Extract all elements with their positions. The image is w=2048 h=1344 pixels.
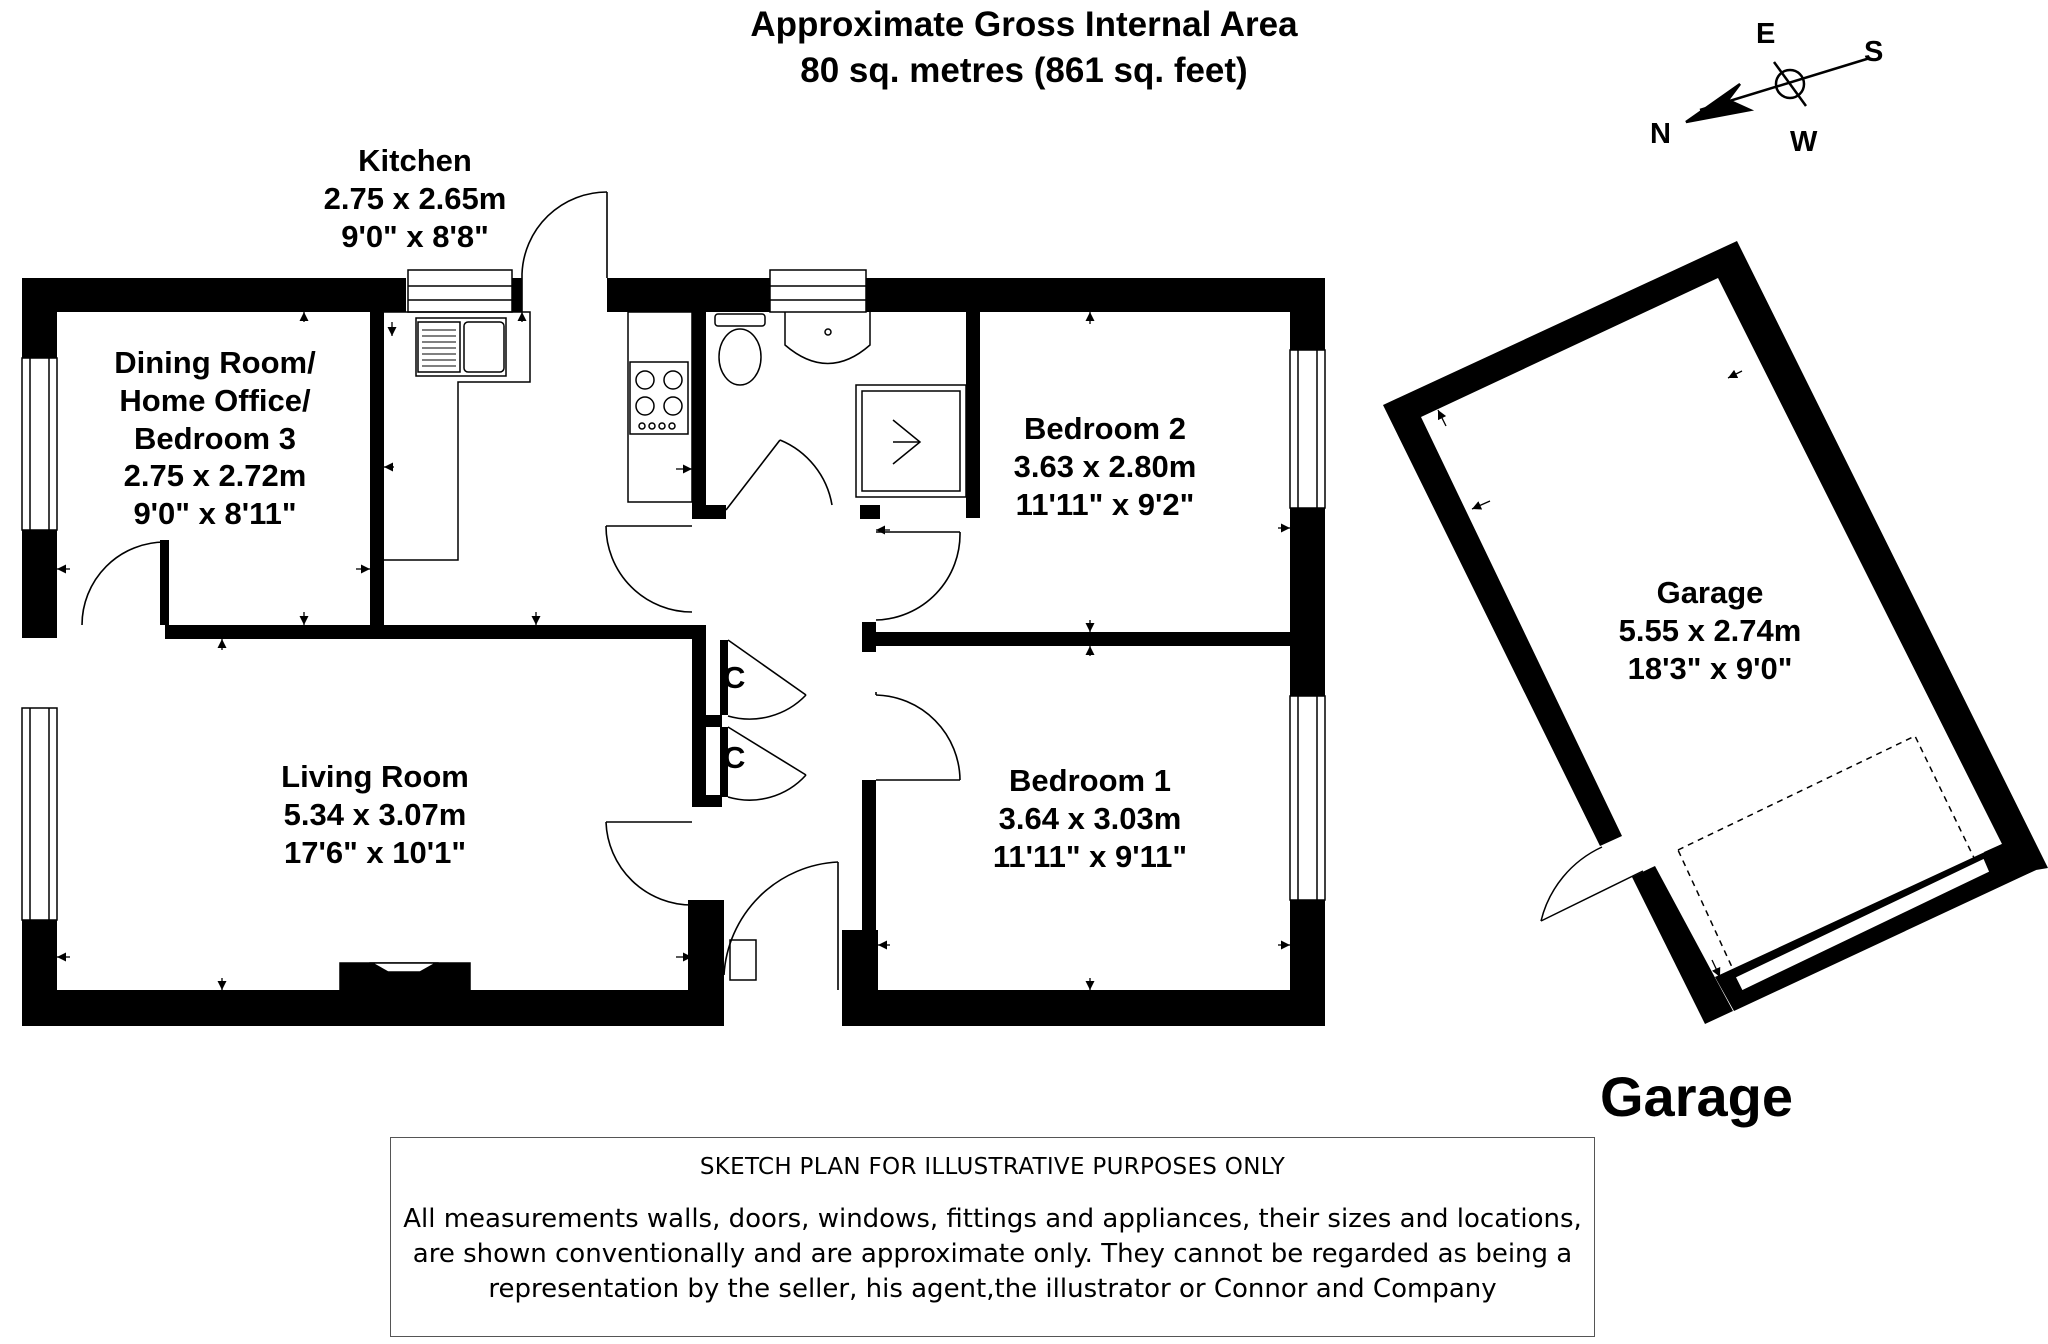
bedroom1-imperial: 11'11" x 9'11" [992,838,1188,874]
dining-metric: 2.75 x 2.72m [123,458,307,494]
windows [21,269,1326,921]
internal-walls [160,300,1294,930]
gross-area-title: Approximate Gross Internal Area [750,5,1298,44]
bedroom2-metric: 3.63 x 2.80m [1013,448,1197,484]
disclaimer-box: SKETCH PLAN FOR ILLUSTRATIVE PURPOSES ON… [390,1137,1595,1337]
kitchen-imperial: 9'0" x 8'8" [341,218,489,254]
gross-area-heading: Approximate Gross Internal Area 80 sq. m… [574,2,1474,93]
dining-imperial: 9'0" x 8'11" [133,496,297,532]
cupboard-2-label: C [723,740,746,775]
garage-metric: 5.55 x 2.74m [1618,612,1802,648]
dining-name-1: Dining Room/ [114,345,316,380]
living-imperial: 17'6" x 10'1" [283,834,467,870]
compass-rose [1685,56,1871,124]
room-garage: Garage 5.55 x 2.74m 18'3" x 9'0" [1580,574,1840,687]
room-bedroom-1: Bedroom 1 3.64 x 3.03m 11'11" x 9'11" [955,762,1225,875]
bedroom2-name: Bedroom 2 [1024,411,1186,446]
doors [81,191,961,990]
kitchen-metric: 2.75 x 2.65m [323,180,507,216]
dimension-arrows [56,312,1290,990]
living-name: Living Room [281,759,469,794]
room-kitchen: Kitchen 2.75 x 2.65m 9'0" x 8'8" [290,142,540,255]
compass-north: N [1650,118,1671,150]
cupboard-1-label: C [723,660,746,695]
living-metric: 5.34 x 3.07m [283,796,467,832]
disclaimer-heading: SKETCH PLAN FOR ILLUSTRATIVE PURPOSES ON… [699,1154,1286,1180]
gross-area-value: 80 sq. metres (861 sq. feet) [800,50,1248,90]
garage-name: Garage [1656,575,1764,610]
bedroom1-metric: 3.64 x 3.03m [998,800,1182,836]
dining-name-2: Home Office/ [119,382,311,418]
bedroom1-name: Bedroom 1 [1009,763,1171,798]
bedroom2-imperial: 11'11" x 9'2" [1015,486,1195,522]
disclaimer-line-2: are shown conventionally and are approxi… [412,1239,1573,1270]
garage-imperial: 18'3" x 9'0" [1627,650,1793,686]
disclaimer-line-3: representation by the seller, his agent,… [488,1274,1497,1305]
disclaimer-line-1: All measurements walls, doors, windows, … [403,1204,1582,1234]
dining-name-3: Bedroom 3 [134,420,296,456]
room-dining: Dining Room/ Home Office/ Bedroom 3 2.75… [90,344,340,533]
compass-west: W [1790,126,1818,158]
compass-east: E [1756,18,1776,50]
kitchen-name: Kitchen [358,143,472,178]
fixtures [339,311,967,992]
room-living: Living Room 5.34 x 3.07m 17'6" x 10'1" [245,758,505,871]
compass-south: S [1864,36,1884,68]
room-bedroom-2: Bedroom 2 3.63 x 2.80m 11'11" x 9'2" [975,410,1235,523]
garage-drawing [1383,241,2048,1024]
garage-section-heading: Garage [1600,1065,1793,1128]
disclaimer-body: All measurements walls, doors, windows, … [391,1202,1594,1307]
